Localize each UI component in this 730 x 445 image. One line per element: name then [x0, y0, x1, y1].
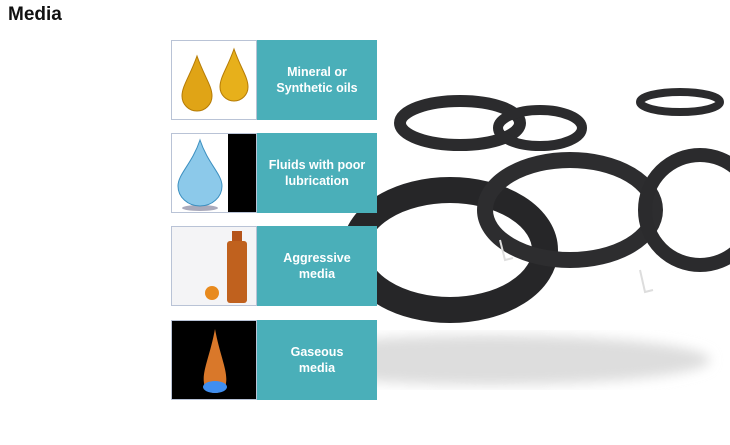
media-item-fluids: Fluids with poor lubrication: [171, 133, 377, 213]
item-label: lubrication: [285, 174, 349, 188]
item-label: Synthetic oils: [276, 81, 358, 95]
media-item-oils: Mineral or Synthetic oils: [171, 40, 377, 120]
item-label: Fluids with poor: [268, 157, 366, 172]
item-label: media: [298, 267, 336, 281]
media-item-gaseous: Gaseous media: [171, 320, 377, 400]
chemical-bottle-icon: [171, 226, 257, 306]
item-label: media: [298, 361, 336, 375]
page-title: Media: [8, 4, 62, 25]
water-drop-icon: [171, 133, 257, 213]
item-label: Mineral or: [287, 64, 347, 79]
item-label: Gaseous: [290, 344, 344, 359]
seal-rings-image: [340, 88, 730, 385]
gas-flame-icon: [171, 320, 257, 400]
media-item-aggressive: Aggressive media: [171, 226, 377, 306]
item-label: Aggressive: [283, 250, 351, 265]
oil-drops-icon: [171, 40, 257, 120]
